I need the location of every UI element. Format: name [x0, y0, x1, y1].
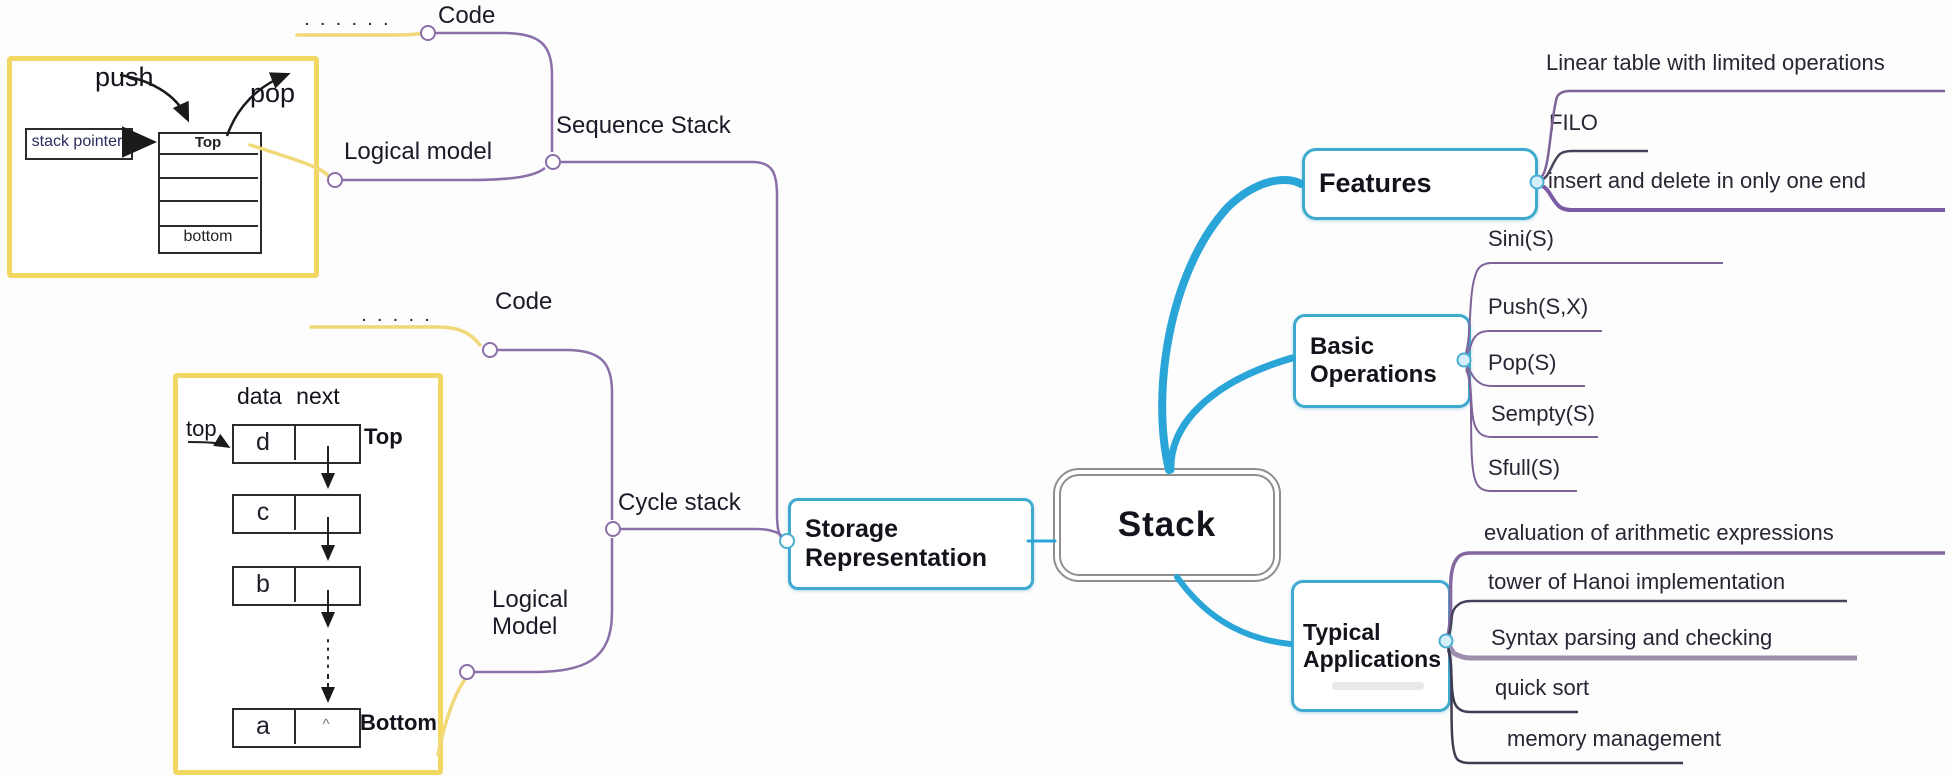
- topic-sequence-logical-model[interactable]: Logical model: [344, 138, 493, 165]
- node-divider: [294, 494, 296, 530]
- topic-line: Model: [492, 613, 558, 640]
- list-top-label: Top: [364, 424, 403, 449]
- node-stack-inner-border: Stack: [1059, 474, 1275, 576]
- leaf-line: [1539, 89, 1945, 180]
- top-pointer-label: top: [186, 416, 217, 441]
- list-node-a: [232, 708, 361, 748]
- push-label: push: [95, 62, 154, 92]
- node-divider: [294, 708, 296, 744]
- application-item[interactable]: quick sort: [1495, 675, 1590, 700]
- topic-line: Logical: [492, 586, 569, 613]
- application-item[interactable]: evaluation of arithmetic expressions: [1484, 520, 1834, 545]
- root-label: Stack: [1117, 505, 1217, 544]
- feature-item[interactable]: Linear table with limited operations: [1546, 50, 1885, 75]
- topic-sequence-stack[interactable]: Sequence Stack: [556, 112, 731, 139]
- node-letter: a: [256, 712, 270, 740]
- node-features[interactable]: Features: [1302, 148, 1538, 220]
- node-divider: [294, 566, 296, 602]
- cell-divider: [158, 200, 258, 202]
- node-storage-representation[interactable]: Storage Representation: [788, 498, 1034, 590]
- stack-pointer-label: stack pointer: [31, 133, 123, 150]
- node-basic-operations[interactable]: Basic Operations: [1293, 314, 1471, 408]
- operation-item[interactable]: Pop(S): [1488, 350, 1557, 375]
- pop-label: pop: [250, 78, 296, 108]
- node-stack-root[interactable]: Stack: [1053, 468, 1281, 582]
- node-label-line: Representation: [805, 544, 987, 572]
- watermark-smudge: [1332, 682, 1424, 690]
- list-node-c: [232, 494, 361, 534]
- node-label-line: Basic: [1310, 332, 1375, 360]
- feature-item[interactable]: insert and delete in only one end: [1548, 168, 1867, 193]
- top-cell-label: Top: [194, 134, 222, 151]
- node-label-line: Features: [1319, 168, 1432, 199]
- list-node-b: [232, 566, 361, 606]
- collapsed-branch-dots[interactable]: . . . . .: [362, 308, 434, 324]
- node-label-line: Storage: [805, 514, 899, 543]
- data-next-header: data next: [237, 383, 340, 409]
- topic-sequence-code[interactable]: Code: [438, 2, 496, 29]
- topic-cycle-stack[interactable]: Cycle stack: [618, 489, 741, 516]
- application-item[interactable]: memory management: [1507, 726, 1721, 751]
- node-typical-applications[interactable]: Typical Applications: [1291, 580, 1451, 712]
- topic-cycle-logical-model[interactable]: Logical Model: [492, 586, 568, 640]
- topic-cycle-code[interactable]: Code: [495, 288, 553, 315]
- cell-divider: [158, 225, 258, 227]
- cell-divider: [158, 153, 258, 155]
- cell-divider: [158, 177, 258, 179]
- node-letter: d: [256, 428, 270, 456]
- node-divider: [294, 424, 296, 460]
- null-pointer-symbol: ^: [322, 716, 330, 733]
- collapsed-branch-dots[interactable]: . . . . . .: [305, 12, 392, 28]
- operation-item[interactable]: Sfull(S): [1488, 455, 1561, 480]
- list-node-d: [232, 424, 361, 464]
- feature-item[interactable]: FILO: [1549, 110, 1598, 135]
- operation-item[interactable]: Sini(S): [1488, 226, 1555, 251]
- application-item[interactable]: Syntax parsing and checking: [1491, 625, 1773, 650]
- node-label-line: Operations: [1310, 361, 1437, 388]
- node-label-line: Typical: [1303, 618, 1381, 645]
- node-letter: b: [256, 570, 270, 598]
- node-label-line: Applications: [1303, 646, 1442, 672]
- operation-item[interactable]: Sempty(S): [1491, 401, 1595, 426]
- node-letter: c: [256, 498, 270, 526]
- operation-item[interactable]: Push(S,X): [1488, 294, 1589, 319]
- application-item[interactable]: tower of Hanoi implementation: [1488, 569, 1786, 594]
- stack-cells-box: [158, 132, 262, 254]
- bottom-cell-label: bottom: [183, 228, 233, 245]
- list-bottom-label: Bottom: [360, 710, 437, 735]
